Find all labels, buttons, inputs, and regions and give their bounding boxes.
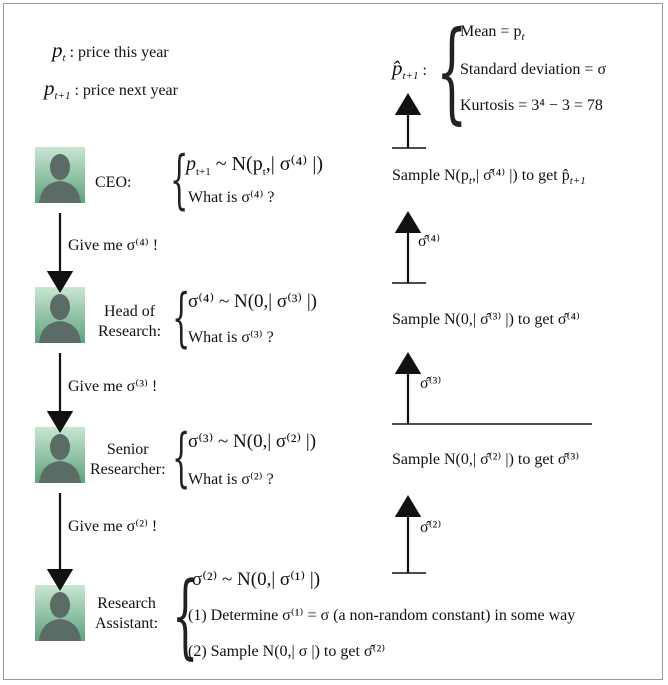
assistant-brace: { xyxy=(172,562,199,669)
assistant-step2: (2) Sample N(0,| σ |) to get σ̂⁽²⁾ xyxy=(188,643,386,660)
senior-brace: { xyxy=(172,421,191,495)
summary-kurtosis: Kurtosis = 3⁴ − 3 = 78 xyxy=(460,97,603,114)
senior-question: What is σ⁽²⁾ ? xyxy=(188,471,274,488)
research-assistant-avatar-icon xyxy=(35,585,85,641)
head-equation: σ⁽⁴⁾ ~ N(0,| σ⁽³⁾ |) xyxy=(188,291,317,312)
role-ceo: CEO: xyxy=(95,174,132,191)
assistant-step1: (1) Determine σ⁽¹⁾ = σ (a non-random con… xyxy=(188,607,576,624)
give-sigma3-label: Give me σ⁽³⁾ ! xyxy=(68,378,158,395)
head-of-research-avatar-icon xyxy=(35,287,85,343)
summary-sd: Standard deviation = σ xyxy=(460,61,607,78)
sample-senior: Sample N(0,| σ̂⁽²⁾ |) to get σ̂⁽³⁾ xyxy=(392,451,580,468)
arrow-label-sigma4: σ̂⁽⁴⁾ xyxy=(418,233,441,250)
arrow-label-sigma3: σ̂⁽³⁾ xyxy=(420,375,442,392)
give-sigma4-label: Give me σ⁽⁴⁾ ! xyxy=(68,237,159,254)
ceo-question: What is σ⁽⁴⁾ ? xyxy=(188,189,275,206)
ceo-equation: pt+1 ~ N(pt,| σ⁽⁴⁾ |) xyxy=(186,153,324,178)
legend-pt1: pt+1 : price next year xyxy=(44,76,178,103)
sample-ceo: Sample N(pt,| σ̂⁽⁴⁾ |) to get p̂t+1 xyxy=(392,167,586,188)
head-question: What is σ⁽³⁾ ? xyxy=(188,329,274,346)
assistant-equation: σ⁽²⁾ ~ N(0,| σ⁽¹⁾ |) xyxy=(192,569,321,590)
head-brace: { xyxy=(172,281,191,355)
sample-head: Sample N(0,| σ̂⁽³⁾ |) to get σ̂⁽⁴⁾ xyxy=(392,311,580,328)
summary-mean: Mean = pt xyxy=(460,23,525,44)
summary-brace: { xyxy=(436,7,468,135)
summary-head: p̂t+1 : xyxy=(392,56,427,83)
give-sigma2-label: Give me σ⁽²⁾ ! xyxy=(68,518,158,535)
diagram-frame xyxy=(3,3,663,680)
ceo-avatar-icon xyxy=(35,147,85,203)
arrow-label-sigma2: σ̂⁽²⁾ xyxy=(420,519,442,536)
senior-researcher-avatar-icon xyxy=(35,427,85,483)
legend-pt: pt : price this year xyxy=(52,38,169,65)
ceo-brace: { xyxy=(170,143,189,217)
senior-equation: σ⁽³⁾ ~ N(0,| σ⁽²⁾ |) xyxy=(188,431,317,452)
